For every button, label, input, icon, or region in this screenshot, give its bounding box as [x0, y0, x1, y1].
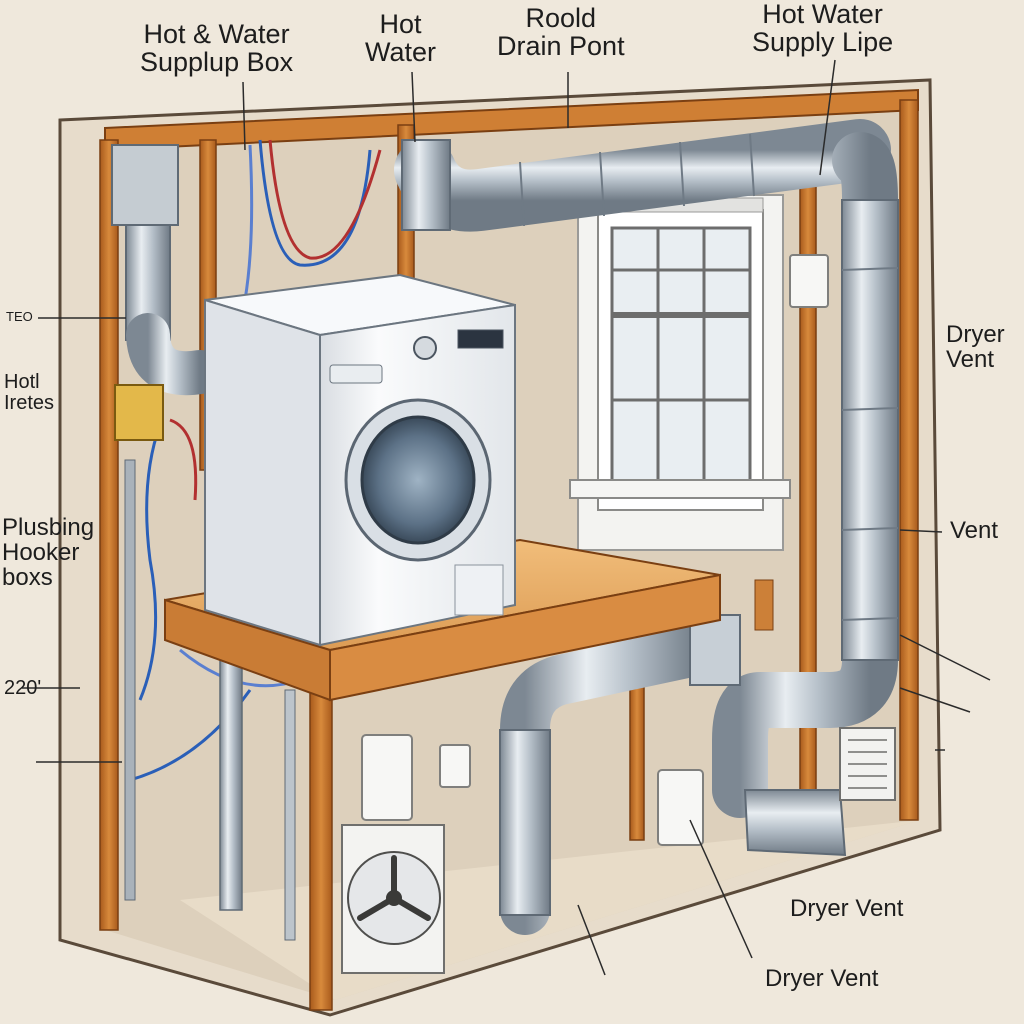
label-left-hot-water: Hotl Iretes [4, 371, 55, 414]
label-dryer-vent-bottom: Dryer Vent [765, 965, 879, 992]
label-vent-right: Vent [950, 517, 999, 544]
label-dryer-vent-right: Dryer Vent [946, 321, 1005, 374]
label-220-volt: 220' [4, 677, 42, 699]
label-hot-cold-supply-box: Hot & Water Supplup Box [140, 19, 294, 78]
label-hot-water-supply-line: Hot Water Supply Lipe [752, 0, 894, 58]
label-dryer-vent-bottom-right: Dryer Vent [790, 895, 904, 922]
label-plumbing-hookup-boxes: Plusbing Hooker boxs [2, 514, 95, 592]
label-drain-point: Roold Drain Pont [497, 3, 625, 62]
label-left-small: TEO [6, 309, 33, 324]
label-hot-water: Hot Water [365, 9, 437, 68]
